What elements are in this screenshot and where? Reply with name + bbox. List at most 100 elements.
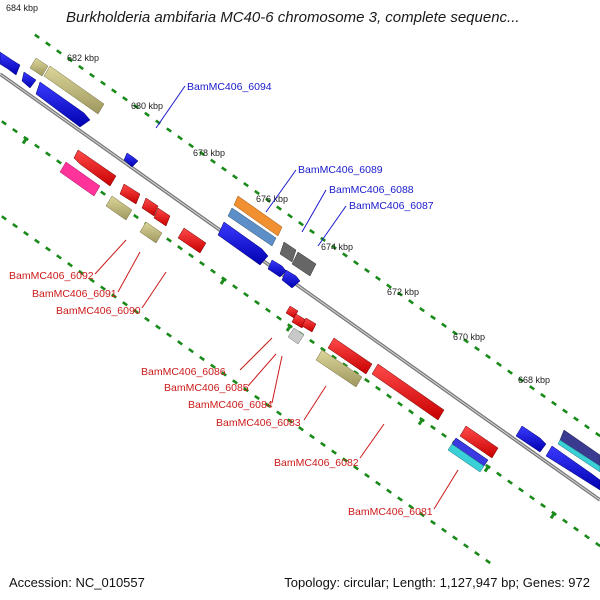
- gene-label[interactable]: BamMC406_6094: [187, 81, 272, 93]
- gene-khaki-c[interactable]: [105, 195, 133, 221]
- gene-label[interactable]: BamMC406_6081: [348, 506, 433, 518]
- tick-mark: [265, 197, 271, 203]
- gene-label[interactable]: BamMC406_6087: [349, 200, 434, 212]
- gene-steel[interactable]: [227, 207, 277, 247]
- tick-mark: [463, 543, 469, 549]
- tick-mark: [100, 80, 106, 86]
- gene-red-d[interactable]: [153, 207, 171, 227]
- tick-mark: [56, 49, 62, 55]
- tick-mark: [353, 260, 359, 266]
- tick-mark: [518, 377, 524, 383]
- tick-mark: [441, 527, 447, 533]
- gene-red-c[interactable]: [141, 197, 159, 217]
- gene-gray-b[interactable]: [291, 251, 317, 277]
- tick-mark: [265, 402, 271, 408]
- scale-labels: 684 kbp 682 kbp 680 kbp 678 kbp 676 kbp …: [6, 3, 550, 385]
- gene-label[interactable]: BamMC406_6090: [56, 305, 141, 317]
- tick-mark: [287, 418, 293, 424]
- tick-mark: [177, 245, 183, 251]
- gene-label[interactable]: BamMC406_6092: [9, 270, 94, 282]
- tick-mark: [78, 64, 84, 71]
- gene-orange[interactable]: [233, 195, 283, 237]
- gene-red-e[interactable]: [177, 227, 207, 254]
- tick-mark: [210, 363, 216, 369]
- tick-mark: [166, 127, 172, 133]
- gene-red-j[interactable]: [371, 363, 445, 421]
- gene-khaki-b[interactable]: [43, 65, 105, 115]
- tick-mark: [287, 213, 293, 219]
- gene-magenta[interactable]: [59, 161, 101, 197]
- tick-mark: [309, 228, 315, 235]
- gene-cyan-lower[interactable]: [447, 443, 485, 473]
- gene-blue-f[interactable]: [267, 259, 287, 278]
- tick-mark: [331, 244, 337, 250]
- gene-blue-g[interactable]: [281, 269, 301, 289]
- tick-mark: [375, 480, 381, 486]
- gene-blue-e[interactable]: [217, 221, 269, 266]
- gene-red-a[interactable]: [73, 149, 117, 187]
- tick-mark: [1, 120, 7, 126]
- gene-red-h[interactable]: [301, 317, 317, 333]
- gene-silver[interactable]: [287, 327, 305, 345]
- gene-label[interactable]: BamMC406_6086: [141, 366, 226, 378]
- gene-red-k[interactable]: [459, 425, 499, 459]
- tick-mark: [397, 291, 403, 297]
- gene-blue-c[interactable]: [35, 81, 91, 128]
- tick-mark: [1, 215, 7, 221]
- tick-mark: [529, 495, 535, 501]
- callout-line: [301, 189, 327, 233]
- gene-label[interactable]: BamMC406_6088: [329, 184, 414, 196]
- gene-navy[interactable]: [559, 429, 600, 468]
- tick-mark: [210, 268, 216, 274]
- gene-khaki-d[interactable]: [139, 221, 163, 244]
- tick-mark: [56, 159, 62, 165]
- tick-mark: [12, 223, 18, 229]
- tick-mark: [408, 504, 414, 510]
- tick-mark: [584, 424, 590, 430]
- gene-label[interactable]: BamMC406_6091: [32, 288, 117, 300]
- gene-blue-b[interactable]: [21, 71, 37, 89]
- tick-mark: [188, 252, 194, 259]
- tick-mark: [496, 361, 502, 367]
- tick-mark: [507, 369, 513, 375]
- gene-blue-a[interactable]: [0, 51, 21, 76]
- gene-blue-d[interactable]: [123, 152, 139, 168]
- gene-label[interactable]: BamMC406_6083: [216, 417, 301, 429]
- tick-mark: [67, 262, 73, 268]
- gene-label[interactable]: BamMC406_6082: [274, 457, 359, 469]
- tick-mark: [485, 353, 491, 360]
- tick-mark: [529, 385, 535, 391]
- tick-mark: [45, 41, 51, 47]
- tick-mark: [34, 238, 40, 244]
- gene-red-b[interactable]: [119, 183, 141, 205]
- major-tick-mark: [549, 511, 557, 520]
- tick-mark: [276, 205, 282, 211]
- gene-red-i[interactable]: [327, 337, 373, 375]
- gene-gray-a[interactable]: [279, 241, 297, 263]
- gene-label[interactable]: BamMC406_6084: [188, 399, 273, 411]
- callout-line: [117, 251, 141, 293]
- tick-mark: [364, 377, 370, 384]
- callout-line: [433, 469, 459, 510]
- tick-mark: [243, 387, 249, 393]
- tick-mark: [254, 189, 260, 196]
- tick-mark: [23, 230, 29, 237]
- gene-blue-h[interactable]: [515, 425, 547, 453]
- gene-cyan-upper[interactable]: [557, 439, 600, 473]
- tick-rows: [1, 33, 600, 565]
- gene-label[interactable]: BamMC406_6089: [298, 164, 383, 176]
- tick-mark: [573, 526, 579, 532]
- tick-mark: [298, 221, 304, 227]
- gene-blue-i[interactable]: [545, 445, 600, 491]
- gene-khaki-e[interactable]: [315, 349, 363, 388]
- tick-mark: [551, 400, 557, 406]
- tick-mark: [265, 307, 271, 313]
- gene-khaki-a[interactable]: [29, 57, 49, 77]
- tick-mark: [331, 449, 337, 455]
- gene-label[interactable]: BamMC406_6085: [164, 382, 249, 394]
- tick-mark: [375, 385, 381, 391]
- tick-mark: [177, 135, 183, 141]
- accession-text: Accession: NC_010557: [9, 575, 145, 590]
- tick-mark: [188, 142, 194, 149]
- kbp-label: 672 kbp: [387, 287, 419, 297]
